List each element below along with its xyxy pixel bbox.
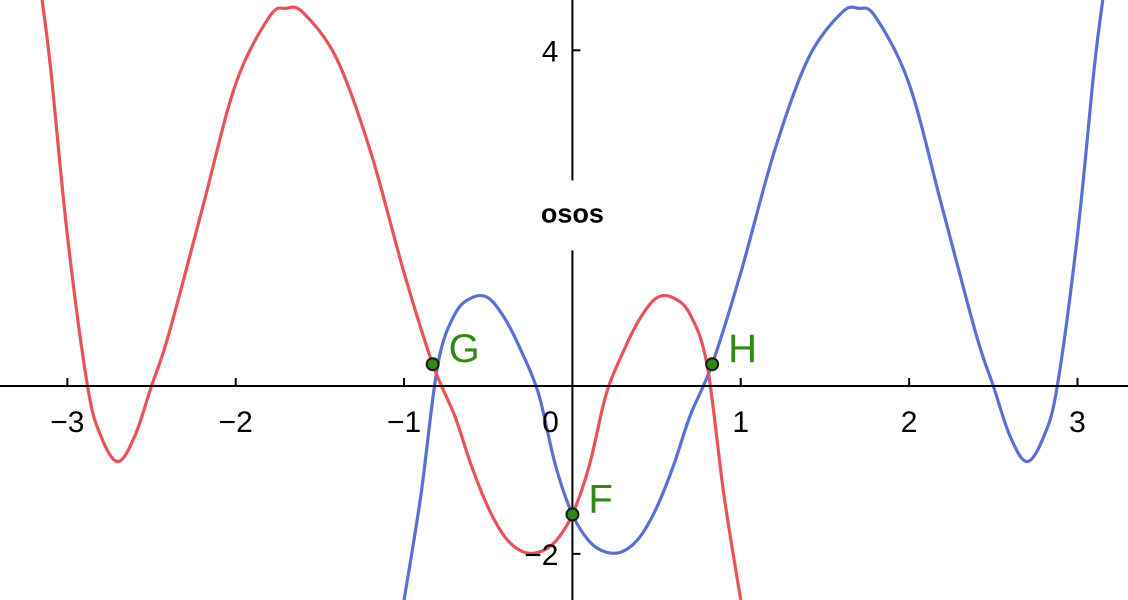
y-tick-label: −2 (524, 539, 558, 572)
y-tick-label: 4 (542, 35, 559, 68)
point-h-label: H (728, 327, 757, 371)
point-h-marker (705, 357, 720, 372)
annotation-layer: osos (520, 180, 625, 251)
ticks-layer: −3 −2 −1 0 1 2 3 −2 4 (50, 35, 1086, 571)
x-tick-label: 0 (542, 406, 559, 439)
point-f-marker (565, 507, 580, 522)
point-g-marker (425, 357, 440, 372)
points-layer: G H F (425, 327, 757, 522)
x-tick-label: −3 (50, 406, 84, 439)
x-tick-label: −1 (387, 406, 421, 439)
annotation-background (520, 180, 625, 251)
point-f-label: F (588, 477, 612, 521)
curves-layer (40, 0, 1105, 600)
series-curve-1 (402, 0, 1105, 600)
x-tick-label: 2 (901, 406, 918, 439)
point-g-label: G (449, 327, 480, 371)
series-curve-2 (40, 0, 743, 600)
x-tick-label: 1 (732, 406, 749, 439)
x-tick-label: 3 (1069, 406, 1086, 439)
x-tick-label: −2 (219, 406, 253, 439)
annotation-label: osos (541, 198, 604, 228)
